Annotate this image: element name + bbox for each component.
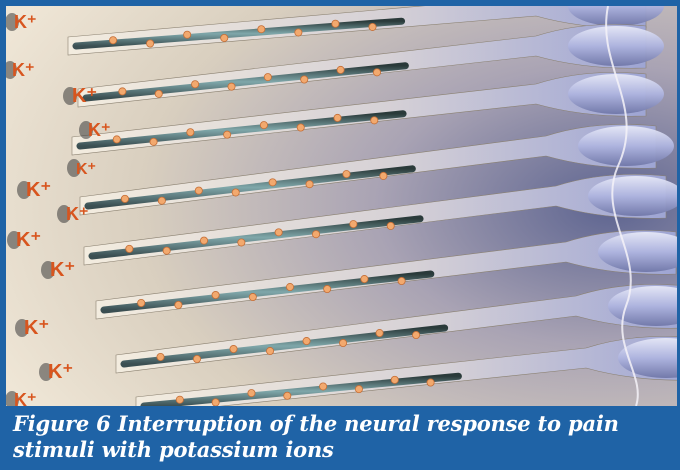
potassium-ion-label: K⁺ xyxy=(50,259,75,281)
potassium-ion-label: K⁺ xyxy=(76,161,96,178)
ion-dot xyxy=(238,239,245,246)
ion-dot xyxy=(224,131,231,138)
figure-caption: Figure 6 Interruption of the neural resp… xyxy=(13,411,671,463)
ion-dot xyxy=(398,277,405,284)
ion-dot xyxy=(230,345,237,352)
potassium-ion-label: K⁺ xyxy=(26,179,51,201)
ion-dot xyxy=(121,195,128,202)
ion-dot xyxy=(248,389,255,396)
potassium-ion-label: K⁺ xyxy=(72,85,97,107)
ion-dot xyxy=(200,237,207,244)
ion-dot xyxy=(376,329,383,336)
potassium-ion-label: K⁺ xyxy=(66,204,89,224)
ion-dot xyxy=(176,396,183,403)
ion-dot xyxy=(258,26,265,33)
ion-dot xyxy=(301,76,308,83)
ion-dot xyxy=(195,187,202,194)
ion-dot xyxy=(163,247,170,254)
ion-dot xyxy=(155,90,162,97)
caption-bar: Figure 6 Interruption of the neural resp… xyxy=(3,406,680,470)
potassium-ion-label: K⁺ xyxy=(14,390,37,406)
potassium-ion-label: K⁺ xyxy=(14,12,37,32)
ion-dot xyxy=(138,299,145,306)
ion-dot xyxy=(212,399,219,406)
ion-dot xyxy=(371,117,378,124)
ion-dot xyxy=(175,301,182,308)
ion-dot xyxy=(150,138,157,145)
ion-dot xyxy=(212,291,219,298)
ion-dot xyxy=(320,383,327,390)
ion-dot xyxy=(297,124,304,131)
nerve-fiber-drawing: K⁺ K⁺ K⁺ K⁺ K⁺ K⁺ K⁺ K⁺ K⁺ K⁺ K⁺ K⁺ xyxy=(6,6,680,406)
ion-dot xyxy=(373,69,380,76)
ion-dot xyxy=(427,379,434,386)
ion-dot xyxy=(187,129,194,136)
ion-dot xyxy=(249,293,256,300)
ion-dot xyxy=(232,189,239,196)
ion-dot xyxy=(380,172,387,179)
nerve-terminal xyxy=(588,176,680,216)
ion-dot xyxy=(339,339,346,346)
ion-dot xyxy=(113,136,120,143)
ion-dot xyxy=(157,353,164,360)
ion-dot xyxy=(119,88,126,95)
ion-dot xyxy=(295,29,302,36)
ion-dot xyxy=(306,181,313,188)
ion-dot xyxy=(361,275,368,282)
nerve-terminal xyxy=(568,26,664,66)
ion-dot xyxy=(387,222,394,229)
ion-dot xyxy=(228,83,235,90)
potassium-ion-label: K⁺ xyxy=(12,60,35,80)
ion-dot xyxy=(184,31,191,38)
potassium-ion-label: K⁺ xyxy=(24,317,49,339)
ion-dot xyxy=(332,20,339,27)
nerve-terminal xyxy=(568,74,664,114)
potassium-ion-label: K⁺ xyxy=(16,229,41,251)
ion-dot xyxy=(221,34,228,41)
ion-dot xyxy=(147,40,154,47)
ion-dot xyxy=(275,229,282,236)
ion-dot xyxy=(286,283,293,290)
ion-dot xyxy=(337,66,344,73)
ion-dot xyxy=(264,73,271,80)
ion-dot xyxy=(312,231,319,238)
ion-dot xyxy=(355,386,362,393)
ion-dot xyxy=(193,355,200,362)
ion-dot xyxy=(324,285,331,292)
potassium-ion-label: K⁺ xyxy=(88,120,111,140)
ion-dot xyxy=(369,23,376,30)
ion-dot xyxy=(266,347,273,354)
ion-dot xyxy=(412,331,419,338)
ion-dot xyxy=(158,197,165,204)
ion-dot xyxy=(350,220,357,227)
ion-dot xyxy=(303,337,310,344)
ion-dot xyxy=(260,121,267,128)
ion-dot xyxy=(343,170,350,177)
ion-dot xyxy=(109,37,116,44)
ion-dot xyxy=(192,81,199,88)
ion-dot xyxy=(126,245,133,252)
ion-dot xyxy=(334,114,341,121)
nerve-illustration: K⁺ K⁺ K⁺ K⁺ K⁺ K⁺ K⁺ K⁺ K⁺ K⁺ K⁺ K⁺ xyxy=(6,6,680,406)
potassium-ion-label: K⁺ xyxy=(48,361,73,383)
ion-dot xyxy=(269,179,276,186)
ion-dot xyxy=(284,392,291,399)
ion-dot xyxy=(391,376,398,383)
